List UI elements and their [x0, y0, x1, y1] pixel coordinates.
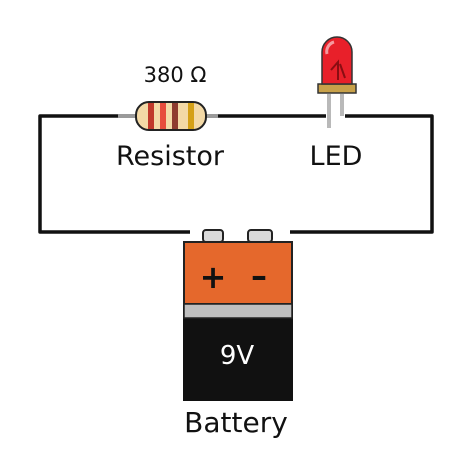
battery-terminal-left: [202, 229, 224, 243]
resistor: [118, 101, 218, 131]
circuit-wire: [38, 114, 434, 234]
battery-terminal-right: [247, 229, 273, 243]
battery-top: [183, 241, 293, 305]
battery-voltage-label: 9V: [220, 341, 255, 371]
led-lens: [321, 36, 353, 85]
resistor-value-label: 380 Ω: [144, 63, 207, 87]
battery: [183, 229, 293, 401]
led-highlight: [325, 40, 335, 55]
led-anvil: [330, 59, 346, 80]
led-name-label: LED: [310, 141, 363, 172]
battery-minus-symbol: –: [251, 257, 267, 295]
battery-name-label: Battery: [184, 406, 288, 439]
resistor-band-4: [188, 103, 194, 129]
resistor-band-3: [172, 103, 178, 129]
battery-plus-symbol: +: [200, 258, 227, 296]
led-base: [317, 83, 357, 94]
resistor-body: [135, 101, 207, 131]
battery-band: [183, 303, 293, 319]
led: [317, 36, 357, 128]
resistor-band-1: [148, 103, 154, 129]
resistor-name-label: Resistor: [116, 141, 225, 172]
resistor-band-2: [160, 103, 166, 129]
